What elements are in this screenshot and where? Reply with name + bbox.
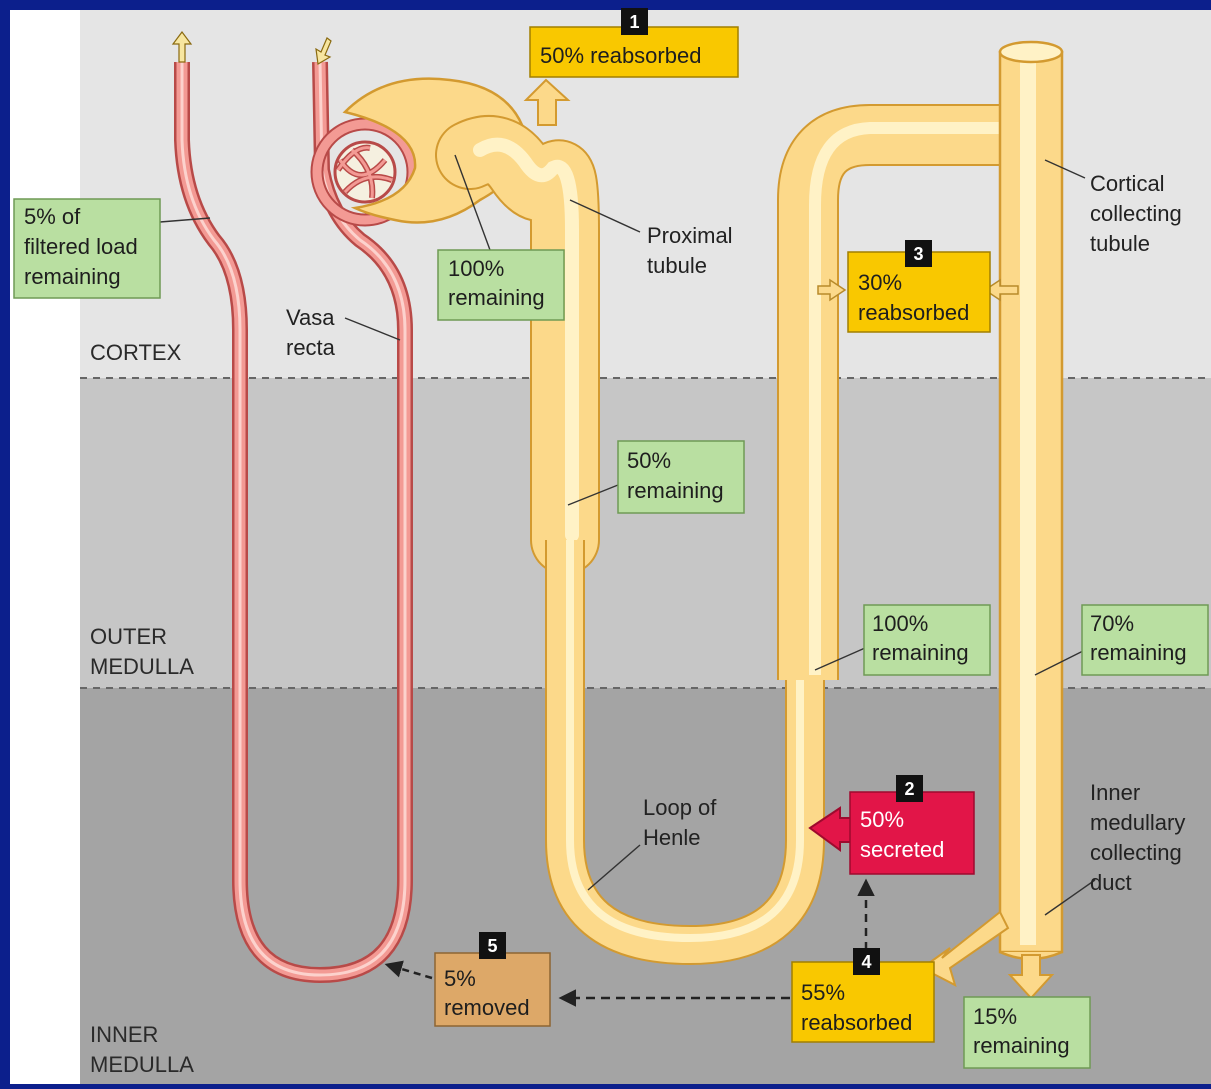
reabsorption-arrow-4-icon: [920, 910, 1010, 987]
zone-label-inner-medulla-line1: INNER: [90, 1022, 158, 1047]
step-4-reabsorbed: 55% reabsorbed 4: [791, 948, 935, 1043]
label-inner-medullary-line2: medullary: [1090, 810, 1185, 835]
urine-outflow-arrow-icon: [1007, 954, 1055, 1000]
vessel-outflow-arrow-icon: [171, 31, 193, 63]
zone-label-inner-medulla-line2: MEDULLA: [90, 1052, 194, 1077]
box-filtered-load-line1: 5% of: [24, 204, 81, 229]
label-proximal-tubule-line1: Proximal: [647, 223, 733, 248]
step-3-reabsorbed: 30% reabsorbed 3: [847, 240, 991, 333]
box-loop-remaining: 100% remaining: [863, 604, 991, 676]
step-1-badge: [621, 8, 648, 35]
label-proximal-tubule-line2: tubule: [647, 253, 707, 278]
zone-label-cortex: CORTEX: [90, 340, 182, 365]
box-final-remaining-line1: 15%: [973, 1004, 1017, 1029]
box-proximal-remaining-line2: remaining: [627, 478, 724, 503]
box-loop-remaining-line2: remaining: [872, 640, 969, 665]
box-cortical-remaining-line2: remaining: [1090, 640, 1187, 665]
leader-lines: [159, 154, 1096, 916]
left-margin: [10, 10, 80, 1084]
label-cortical-collecting-line3: tubule: [1090, 231, 1150, 256]
box-glomerulus-remaining-line2: remaining: [448, 285, 545, 310]
box-proximal-remaining-line1: 50%: [627, 448, 671, 473]
step-3-number: 3: [913, 244, 923, 264]
step-2-secreted: 50% secreted 2: [849, 775, 975, 875]
box-final-remaining-line2: remaining: [973, 1033, 1070, 1058]
box-glomerulus-remaining-line1: 100%: [448, 256, 504, 281]
box-loop-remaining-line1: 100%: [872, 611, 928, 636]
collecting-duct: [998, 40, 1064, 961]
step-3-text-line1: 30%: [858, 270, 902, 295]
label-cortical-collecting-line2: collecting: [1090, 201, 1182, 226]
vasa-recta-vessel: [174, 61, 413, 983]
label-loop-of-henle-line1: Loop of: [643, 795, 717, 820]
step-4-number: 4: [861, 952, 871, 972]
label-cortical-collecting-line1: Cortical: [1090, 171, 1165, 196]
label-inner-medullary-line3: collecting: [1090, 840, 1182, 865]
box-filtered-load: 5% of filtered load remaining: [13, 198, 161, 299]
step-1-number: 1: [629, 12, 639, 32]
step-2-number: 2: [904, 779, 914, 799]
box-final-remaining: 15% remaining: [963, 996, 1091, 1069]
step-2-text-line1: 50%: [860, 807, 904, 832]
vessel-inflow-arrow-icon: [315, 37, 332, 65]
step-3-badge: [905, 240, 932, 267]
step-5-badge: [479, 932, 506, 959]
step-2-text-line2: secreted: [860, 837, 944, 862]
reabsorption-arrow-3-left-icon: [817, 278, 847, 302]
step-5-text-line2: removed: [444, 995, 530, 1020]
box-glomerulus-remaining: 100% remaining: [437, 249, 565, 321]
reabsorption-arrow-3-right-icon: [983, 278, 1019, 302]
label-loop-of-henle-line2: Henle: [643, 825, 700, 850]
step-4-text-line2: reabsorbed: [801, 1010, 912, 1035]
step-5-removed: 5% removed 5: [434, 932, 551, 1027]
zone-label-outer-medulla-line2: MEDULLA: [90, 654, 194, 679]
step-1-reabsorbed: 50% reabsorbed 1: [529, 8, 739, 78]
zone-label-outer-medulla-line1: OUTER: [90, 624, 167, 649]
box-cortical-remaining: 70% remaining: [1081, 604, 1209, 676]
box-filtered-load-line2: filtered load: [24, 234, 138, 259]
step-5-number: 5: [487, 936, 497, 956]
step-3-text-line2: reabsorbed: [858, 300, 969, 325]
step-1-text: 50% reabsorbed: [540, 43, 701, 68]
label-inner-medullary-line4: duct: [1090, 870, 1132, 895]
step-4-text-line1: 55%: [801, 980, 845, 1005]
box-cortical-remaining-line1: 70%: [1090, 611, 1134, 636]
step-4-badge: [853, 948, 880, 975]
label-vasa-recta-line1: Vasa: [286, 305, 335, 330]
proximal-tubule-and-loop: [342, 77, 1005, 966]
reabsorption-arrow-1-icon: [523, 78, 571, 126]
step-2-badge: [896, 775, 923, 802]
recycle-arrow-to-vessel: [384, 960, 433, 980]
step-5-text-line1: 5%: [444, 966, 476, 991]
label-inner-medullary-line1: Inner: [1090, 780, 1140, 805]
box-filtered-load-line3: remaining: [24, 264, 121, 289]
label-vasa-recta-line2: recta: [286, 335, 336, 360]
box-proximal-remaining: 50% remaining: [617, 440, 745, 514]
